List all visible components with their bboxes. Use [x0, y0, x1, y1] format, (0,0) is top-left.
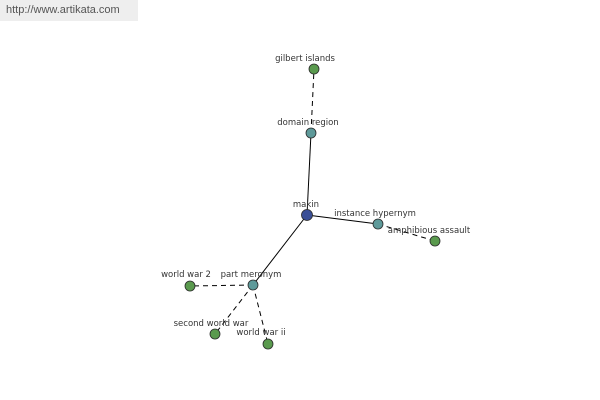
node-label-part-meronym[interactable]: part meronym — [221, 270, 282, 280]
edge-makin-to-instance-hypernym — [306, 214, 379, 225]
node-world-war-2[interactable] — [184, 280, 196, 292]
edge-part-meronym-to-world-war-ii — [252, 284, 269, 345]
edge-part-meronym-to-world-war-2 — [189, 284, 254, 287]
node-instance-hypernym[interactable] — [372, 218, 384, 230]
node-label-world-war-2[interactable]: world war 2 — [161, 270, 211, 280]
node-label-world-war-ii[interactable]: world war ii — [236, 328, 285, 338]
node-second-world-war[interactable] — [209, 328, 221, 340]
node-makin[interactable] — [301, 209, 313, 221]
label-layer: makin domain region gilbert islands instanc… — [161, 54, 471, 338]
watermark-url: http://www.artikata.com — [0, 0, 138, 21]
node-label-domain-region[interactable]: domain region — [277, 118, 338, 128]
node-gilbert-islands[interactable] — [308, 63, 320, 75]
node-label-makin[interactable]: makin — [293, 200, 319, 210]
edge-makin-to-part-meronym — [252, 214, 308, 286]
node-label-gilbert-islands[interactable]: gilbert islands — [275, 54, 335, 64]
edge-layer — [189, 68, 436, 345]
edge-domain-region-to-gilbert-islands — [310, 68, 315, 134]
edge-instance-hypernym-to-amphibious-assault — [377, 223, 436, 242]
node-label-second-world-war[interactable]: second world war — [174, 319, 249, 329]
node-label-instance-hypernym[interactable]: instance hypernym — [334, 209, 416, 219]
node-world-war-ii[interactable] — [262, 338, 274, 350]
edge-part-meronym-to-second-world-war — [214, 284, 254, 335]
node-part-meronym[interactable] — [247, 279, 259, 291]
node-domain-region[interactable] — [305, 127, 317, 139]
node-label-amphibious-assault[interactable]: amphibious assault — [388, 226, 471, 236]
node-layer — [184, 63, 441, 350]
edge-makin-to-domain-region — [306, 132, 312, 216]
node-amphibious-assault[interactable] — [429, 235, 441, 247]
